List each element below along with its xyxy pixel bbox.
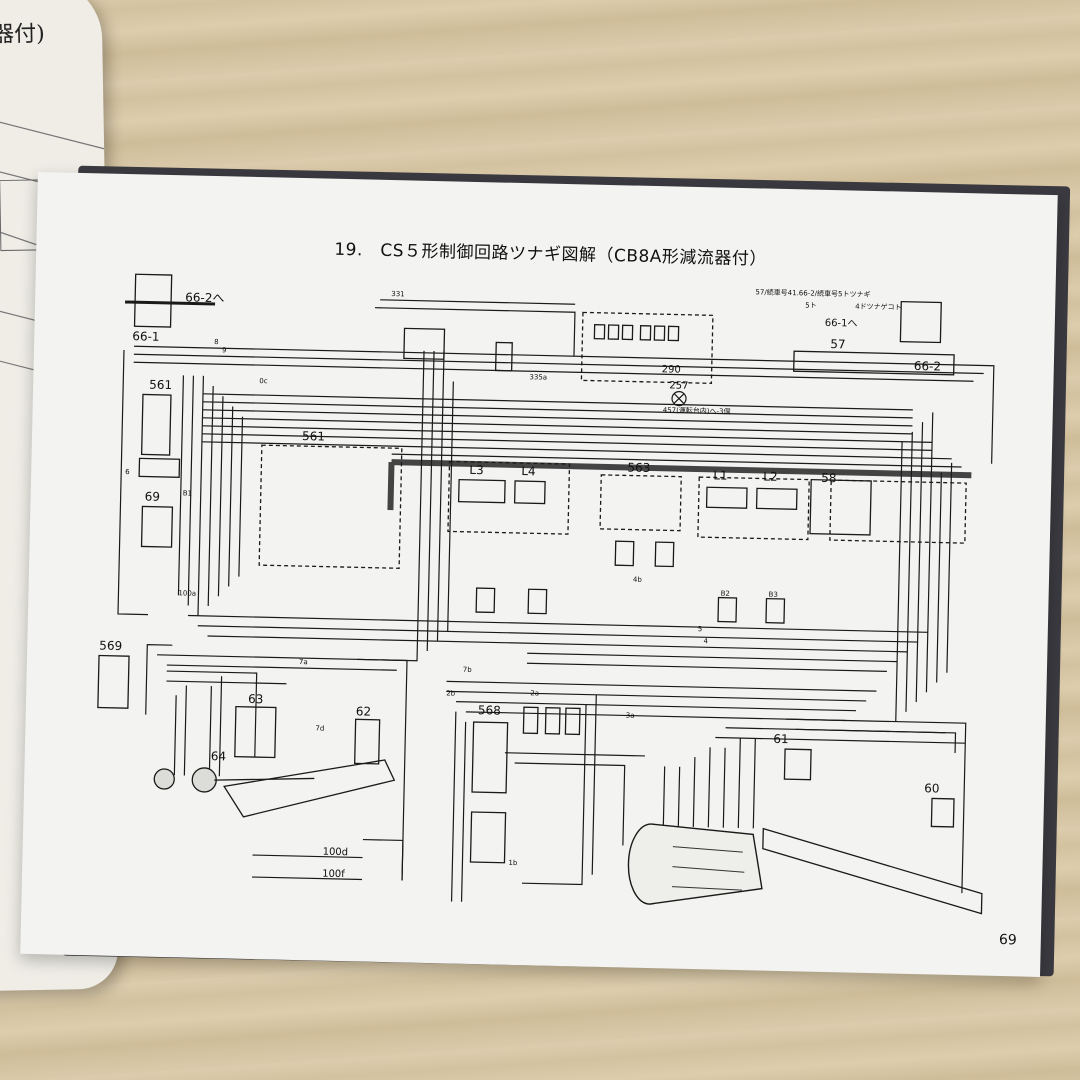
label-60: 60 [924, 781, 940, 795]
label-563: 563 [627, 460, 650, 475]
label-61: 61 [773, 732, 789, 746]
wire-label-6: 6 [125, 468, 130, 476]
note-66-1: 66-1へ [825, 318, 858, 330]
label-66-2-left: 66-2へ [185, 290, 225, 305]
wiring-diagram: 66-2へ 66-1 561 561 69 569 63 62 64 568 5… [97, 273, 995, 915]
note-line3: 4ドツナゲコト [855, 302, 902, 312]
note-line2: 5ト [805, 301, 817, 309]
connector-66-1-symbol [133, 273, 173, 328]
label-62: 62 [356, 704, 372, 718]
note-457: 457(運転台内)へ-3個 [663, 405, 731, 416]
label-69: 69 [145, 490, 161, 504]
wire-label-2a: 2a [530, 689, 539, 697]
wire-label-100d: 100d [323, 847, 349, 859]
note-line1: 57/続車号41.66-2/続車号5トツナギ [755, 287, 870, 299]
wire-label-331: 331 [391, 290, 405, 298]
wire-label-B1: B1 [183, 489, 192, 497]
label-257: 257 [669, 380, 688, 391]
label-66-2-right: 66-2 [914, 359, 942, 374]
label-290: 290 [662, 364, 681, 375]
label-64: 64 [211, 749, 227, 763]
label-L2: L2 [763, 470, 778, 484]
wire-label-4b: 4b [633, 576, 643, 584]
wire-label-100f: 100f [322, 869, 345, 881]
wire-label-B3: B3 [769, 591, 778, 599]
label-561: 561 [149, 378, 172, 393]
label-561j: 561 [302, 429, 325, 444]
wire-label-100a: 100a [178, 589, 196, 597]
label-63: 63 [248, 692, 264, 706]
wire-label-3a: 3a [626, 711, 635, 719]
label-L1: L1 [713, 468, 728, 482]
wire-label-7a: 7a [299, 658, 308, 666]
wire-label-8: 8 [214, 338, 219, 346]
wire-label-0c: 0c [259, 377, 268, 385]
label-58: 58 [821, 471, 837, 485]
wire-label-9: 9 [222, 346, 227, 354]
wire-label-335a: 335a [529, 373, 547, 381]
label-L4: L4 [521, 464, 536, 478]
left-page-title-fragment: 器付) [0, 21, 45, 48]
label-66-1: 66-1 [132, 329, 160, 344]
label-569: 569 [99, 639, 122, 654]
label-L3: L3 [469, 463, 484, 477]
book-page: 19. CS５形制御回路ツナギ図解（CB8A形減流器付） [20, 172, 1058, 977]
wire-label-7b: 7b [463, 666, 473, 674]
wire-label-7d: 7d [315, 724, 324, 732]
wire-label-5: 5 [698, 625, 703, 633]
label-57: 57 [830, 337, 846, 351]
wire-label-B2: B2 [721, 590, 730, 598]
label-568: 568 [478, 703, 501, 718]
page-number: 69 [998, 932, 1018, 949]
wire-label-4: 4 [703, 637, 708, 645]
wire-label-1b: 1b [508, 859, 518, 867]
wire-label-2b: 2b [446, 689, 456, 697]
